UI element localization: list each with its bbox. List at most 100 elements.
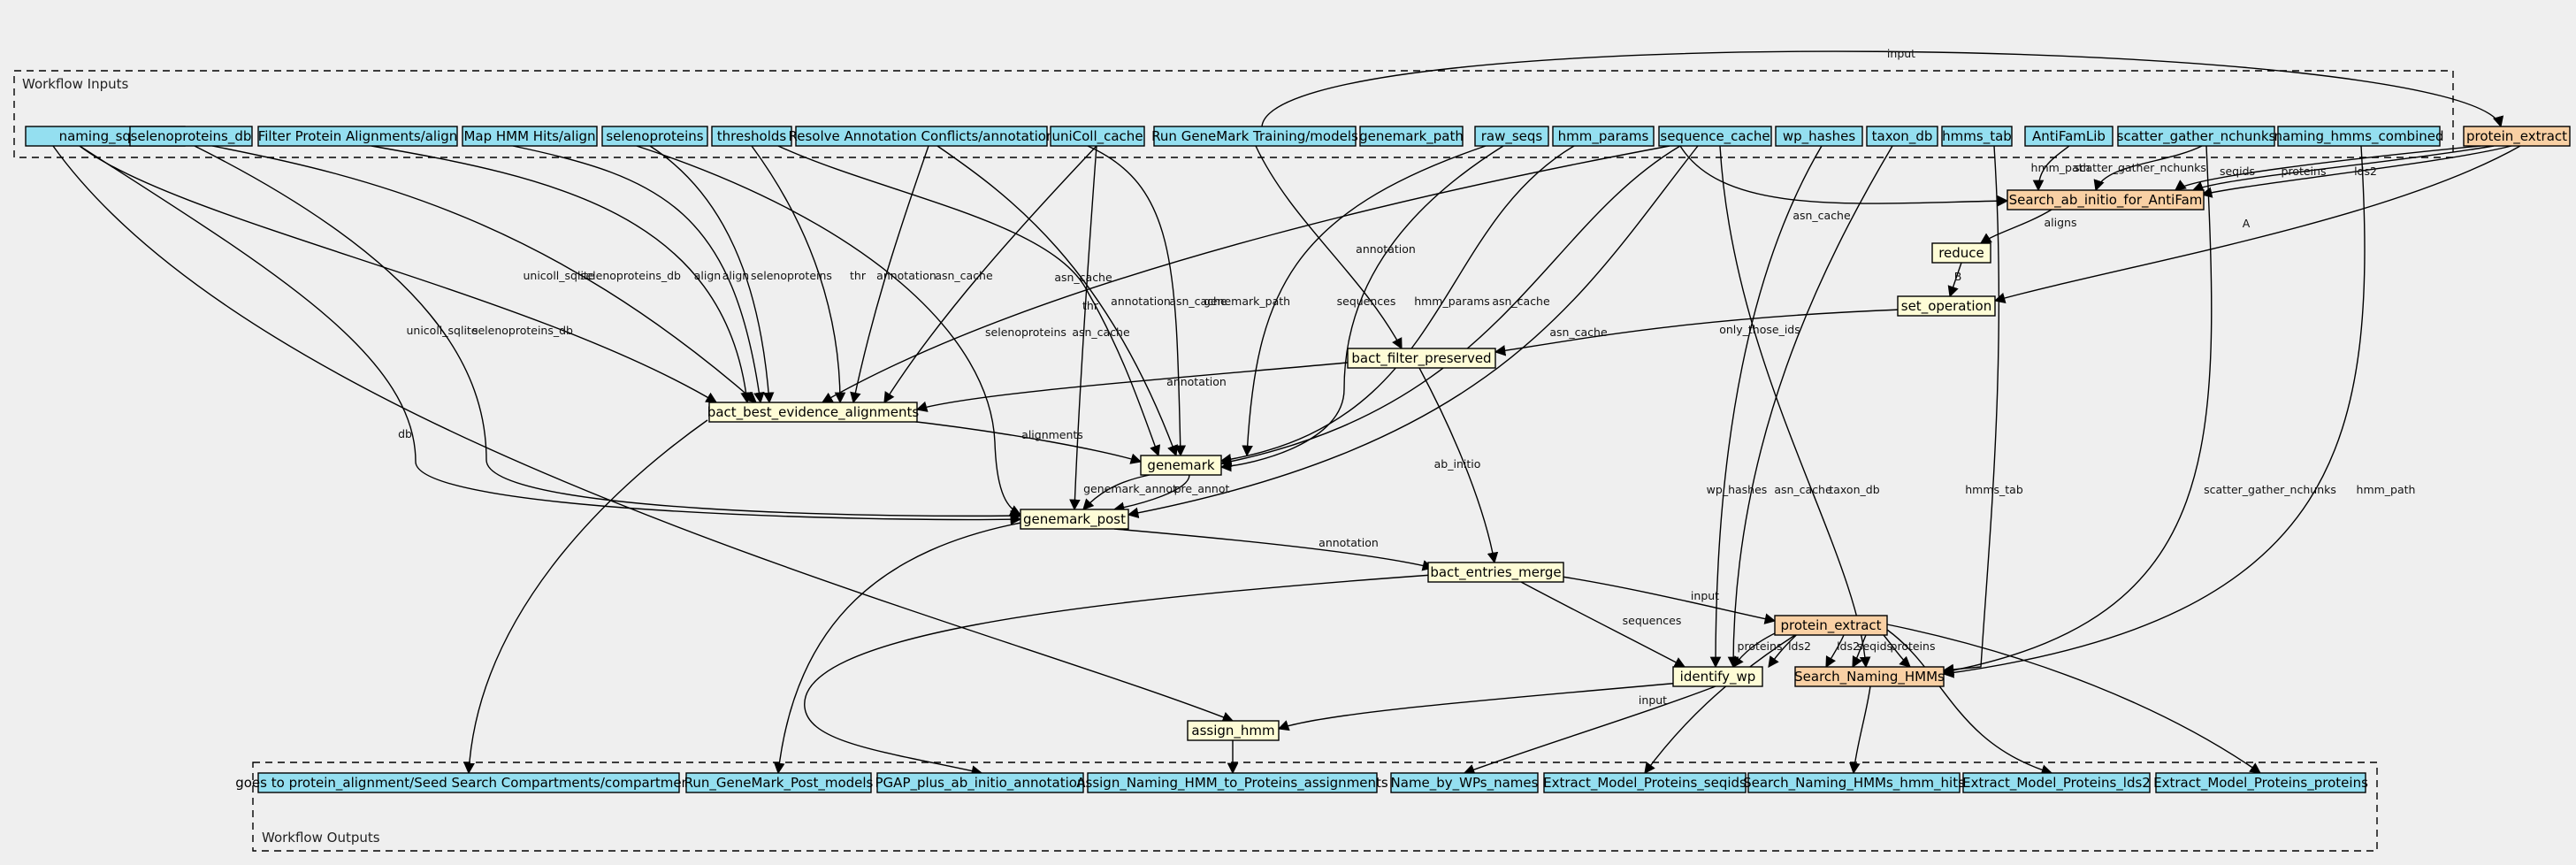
node-hmm-params[interactable]: hmm_params (1552, 126, 1655, 147)
node-box-selenoproteins-db[interactable] (129, 126, 253, 147)
edge-label-annotation_into_best: annotation (1166, 375, 1227, 388)
edge-asn_cache_post_2 (1127, 145, 1699, 519)
node-out-extract-seqids[interactable]: Extract_Model_Proteins_seqids (1543, 772, 1747, 793)
node-identify-wp[interactable]: identify_wp (1672, 666, 1763, 687)
node-box-out-extract-seqids[interactable] (1543, 772, 1747, 793)
node-set-operation[interactable]: set_operation (1897, 295, 1996, 317)
node-box-map-hmm-hits[interactable] (462, 126, 598, 147)
node-box-bact-best-evidence[interactable] (708, 402, 918, 423)
edge-label-asn_cache_post_2: asn_cache (1549, 325, 1608, 339)
node-box-out-extract-lds2[interactable] (1962, 772, 2151, 793)
node-box-bact-entries-merge[interactable] (1427, 562, 1564, 583)
node-out-extract-proteins[interactable]: Extract_Model_Proteins_proteins (2153, 772, 2368, 793)
node-bact-best-evidence[interactable]: bact_best_evidence_alignments (707, 402, 920, 423)
node-resolve-annotation[interactable]: Resolve Annotation Conflicts/annotation (789, 126, 1055, 147)
node-scatter-gather-nchunks[interactable]: scatter_gather_nchunks (2117, 126, 2276, 147)
node-assign-hmm[interactable]: assign_hmm (1187, 720, 1280, 741)
node-run-genemark-training[interactable]: Run GeneMark Training/models (1151, 126, 1358, 147)
node-box-identify-wp[interactable] (1672, 666, 1763, 687)
edge-aligns (1979, 209, 2052, 244)
node-selenoproteins-db[interactable]: selenoproteins_db (129, 126, 253, 147)
node-box-filter-protein-alignments[interactable] (257, 126, 458, 147)
node-wp-hashes[interactable]: wp_hashes (1775, 126, 1863, 147)
node-box-assign-hmm[interactable] (1187, 720, 1280, 741)
node-box-resolve-annotation[interactable] (795, 126, 1048, 147)
node-taxon-db[interactable]: taxon_db (1866, 126, 1938, 147)
node-box-genemark-path[interactable] (1359, 126, 1464, 147)
node-reduce[interactable]: reduce (1931, 242, 1991, 264)
node-unicoll-cache[interactable]: uniColl_cache (1050, 126, 1145, 147)
node-out-pgap[interactable]: PGAP_plus_ab_initio_annotation (875, 772, 1086, 793)
node-sequence-cache[interactable]: sequence_cache (1658, 126, 1772, 147)
edge-out-55 (774, 521, 1027, 775)
edge-label-ab_initio: ab_initio (1434, 457, 1481, 471)
node-genemark[interactable]: genemark (1140, 455, 1222, 476)
node-raw-seqs[interactable]: raw_seqs (1474, 126, 1549, 147)
node-box-wp-hashes[interactable] (1775, 126, 1863, 147)
node-search-ab-initio[interactable]: Search_ab_initio_for_AntiFam (2007, 189, 2205, 211)
node-box-search-ab-initio[interactable] (2007, 189, 2205, 211)
node-box-raw-seqs[interactable] (1474, 126, 1549, 147)
node-search-naming-hmms[interactable]: Search_Naming_HMMs (1794, 666, 1945, 687)
node-out-compartments[interactable]: goes to protein_alignment/Seed Search Co… (235, 772, 702, 793)
node-box-hmm-params[interactable] (1552, 126, 1655, 147)
node-out-extract-lds2[interactable]: Extract_Model_Proteins_lds2 (1962, 772, 2151, 793)
edge-asn_cache_best (821, 145, 1670, 403)
node-box-bact-filter-preserved[interactable] (1347, 348, 1496, 369)
node-box-sequence-cache[interactable] (1658, 126, 1772, 147)
node-box-genemark[interactable] (1140, 455, 1222, 476)
node-out-search-hits[interactable]: Search_Naming_HMMs_hmm_hits (1743, 772, 1965, 793)
node-box-taxon-db[interactable] (1866, 126, 1938, 147)
node-box-thresholds[interactable] (711, 126, 792, 147)
node-box-set-operation[interactable] (1897, 295, 1996, 317)
node-antifamlib[interactable]: AntiFamLib (2024, 126, 2114, 147)
node-box-out-compartments[interactable] (257, 772, 680, 793)
node-bact-filter-preserved[interactable]: bact_filter_preserved (1347, 348, 1496, 369)
node-naming-hmms-combined[interactable]: naming_hmms_combined (2274, 126, 2444, 147)
node-box-reduce[interactable] (1931, 242, 1991, 264)
node-box-protein-extract-mid[interactable] (1774, 615, 1888, 636)
node-genemark-post[interactable]: genemark_post (1020, 509, 1129, 530)
edge-selenoproteins_db_post (194, 145, 1022, 522)
edge-label-proteins_antifam: proteins (2282, 165, 2327, 178)
edge-label-align_1: align (694, 269, 721, 282)
edge-label-selenoproteins_db_post: selenoproteins_db (472, 324, 573, 337)
node-genemark-path[interactable]: genemark_path (1359, 126, 1464, 147)
node-box-out-name-by-wps[interactable] (1390, 772, 1539, 793)
edge-label-thr_best: thr (850, 269, 867, 282)
node-box-protein-extract-top[interactable] (2463, 126, 2571, 147)
edge-asn_cache_best_2 (883, 145, 1097, 404)
edge-annotation_into_best (915, 362, 1349, 412)
node-box-genemark-post[interactable] (1020, 509, 1129, 530)
node-box-antifamlib[interactable] (2024, 126, 2114, 147)
node-out-name-by-wps[interactable]: Name_by_WPs_names (1390, 772, 1539, 793)
node-bact-entries-merge[interactable]: bact_entries_merge (1427, 562, 1564, 583)
edge-label-selenoproteins_post: selenoproteins (985, 325, 1066, 339)
node-label-genemark-post: genemark_post (1023, 511, 1126, 528)
node-map-hmm-hits[interactable]: Map HMM Hits/align (462, 126, 598, 147)
node-filter-protein-alignments[interactable]: Filter Protein Alignments/align (257, 126, 458, 147)
node-box-hmms-tab[interactable] (1941, 126, 2013, 147)
node-box-out-pgap[interactable] (876, 772, 1084, 793)
node-box-out-search-hits[interactable] (1747, 772, 1961, 793)
node-box-naming-hmms-combined[interactable] (2277, 126, 2441, 147)
node-out-assign-naming[interactable]: Assign_Naming_HMM_to_Proteins_assignment… (1076, 772, 1388, 793)
node-selenoproteins[interactable]: selenoproteins (601, 126, 708, 147)
node-box-scatter-gather-nchunks[interactable] (2117, 126, 2275, 147)
node-protein-extract-top[interactable]: protein_extract (2463, 126, 2571, 147)
node-protein-extract-mid[interactable]: protein_extract (1774, 615, 1888, 636)
edge-asn_cache_antifam (1679, 145, 2009, 207)
node-box-out-extract-proteins[interactable] (2155, 772, 2366, 793)
node-box-out-run-genemark[interactable] (685, 772, 872, 793)
node-hmms-tab[interactable]: hmms_tab (1941, 126, 2013, 147)
edge-out-61 (1886, 629, 2053, 776)
edge-a_label (1993, 145, 2521, 304)
node-box-unicoll-cache[interactable] (1050, 126, 1145, 147)
node-thresholds[interactable]: thresholds (711, 126, 792, 147)
node-box-run-genemark-training[interactable] (1153, 126, 1357, 147)
node-box-selenoproteins[interactable] (601, 126, 708, 147)
node-box-search-naming-hmms[interactable] (1794, 666, 1945, 687)
node-out-run-genemark[interactable]: Run_GeneMark_Post_models (684, 772, 874, 793)
node-box-out-assign-naming[interactable] (1087, 772, 1378, 793)
edge-align_2 (512, 145, 765, 404)
